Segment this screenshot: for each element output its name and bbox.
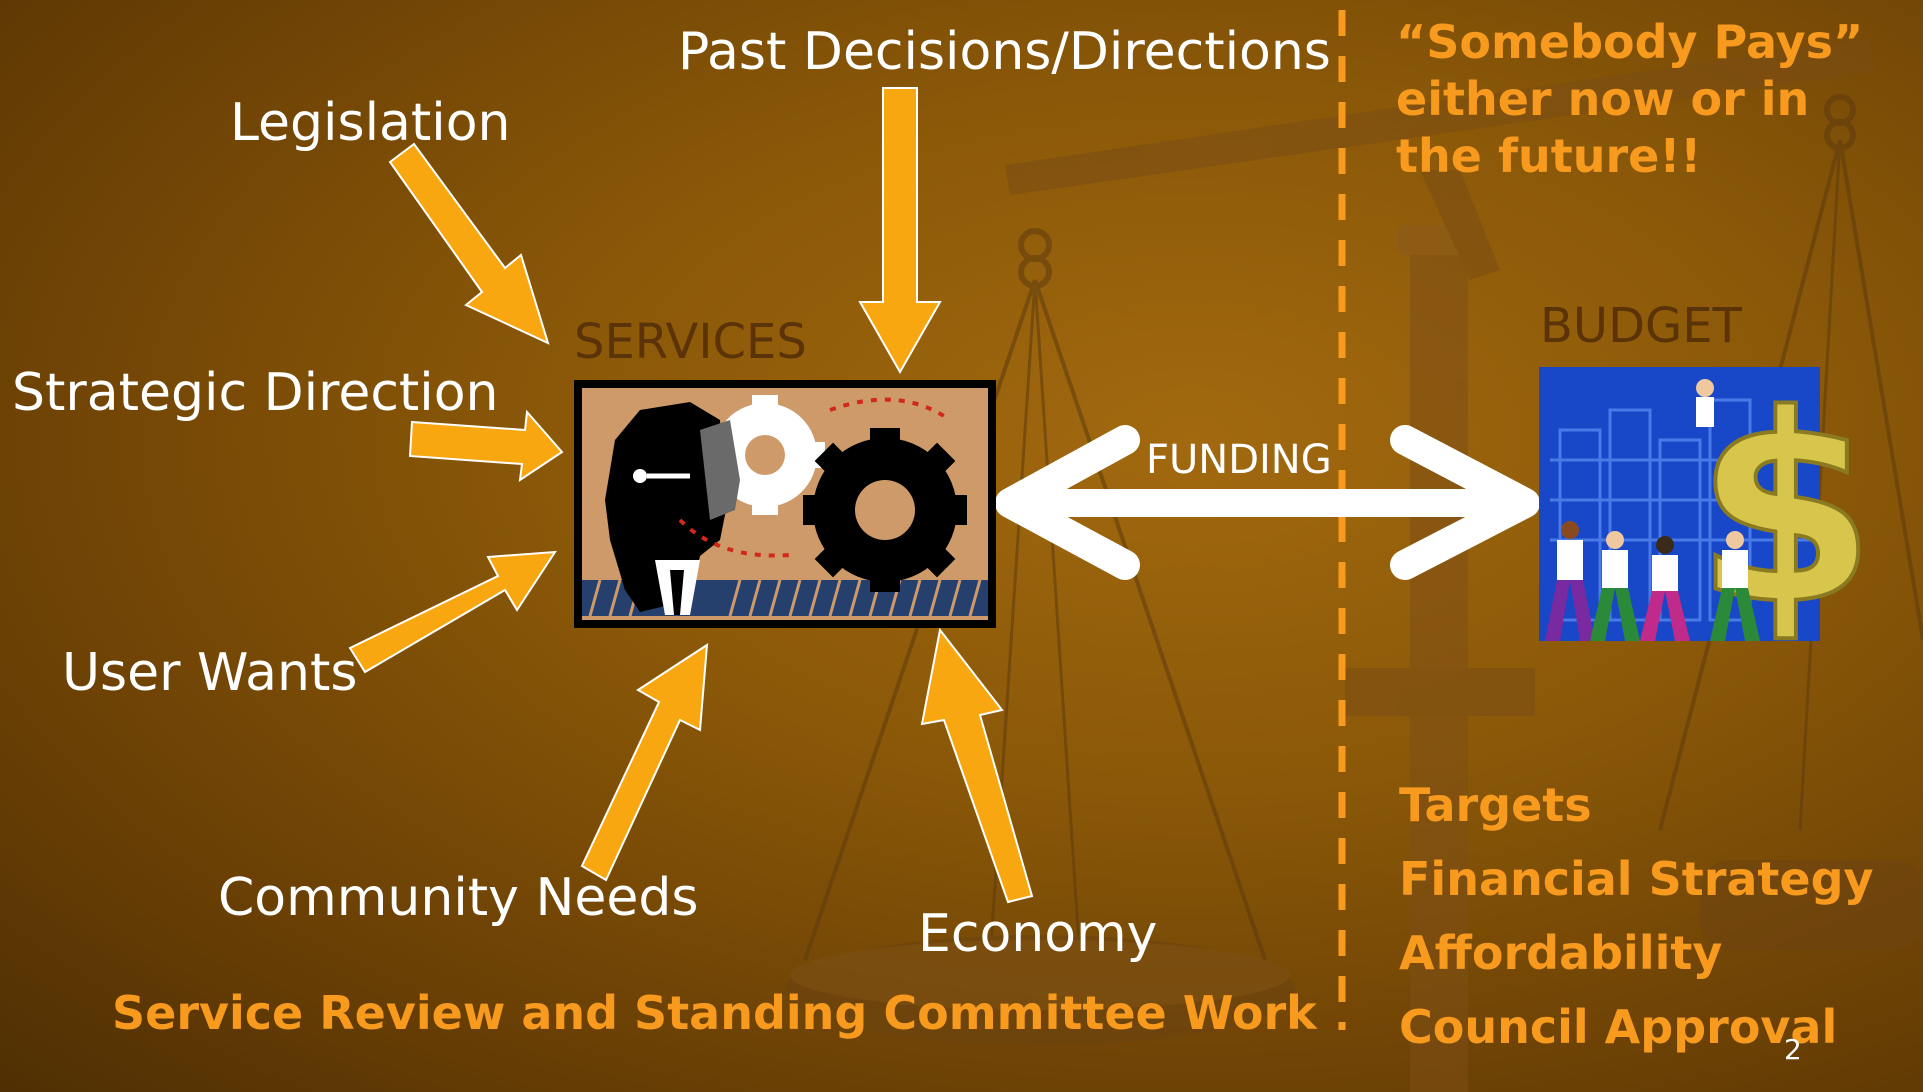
list-item: Financial Strategy: [1399, 852, 1874, 906]
walking-people-icon: [1545, 521, 1760, 641]
footer-left-text: Service Review and Standing Committee Wo…: [112, 986, 1317, 1040]
input-arrows: [348, 87, 1034, 904]
budget-image: $: [1539, 358, 1878, 664]
label-strategic-direction: Strategic Direction: [12, 363, 499, 423]
page-number: 2: [1784, 1033, 1802, 1066]
budget-criteria-list: Targets Financial Strategy Affordability…: [1399, 768, 1874, 1064]
arrow-community-needs: [580, 643, 709, 882]
arrow-strategic-direction: [408, 409, 564, 483]
list-item: Affordability: [1399, 926, 1723, 980]
list-item: Targets: [1399, 778, 1592, 832]
label-past-decisions: Past Decisions/Directions: [678, 22, 1331, 82]
funding-double-arrow: [995, 425, 1540, 580]
arrow-legislation: [388, 142, 550, 345]
services-image: [574, 380, 996, 628]
arrow-past-decisions: [858, 87, 942, 375]
somebody-pays-line: the future!!: [1396, 129, 1702, 183]
label-economy: Economy: [918, 904, 1158, 964]
label-legislation: Legislation: [230, 93, 511, 153]
label-community-needs: Community Needs: [218, 868, 699, 928]
budget-label: BUDGET: [1540, 298, 1742, 354]
somebody-pays-line: either now or in: [1396, 72, 1810, 126]
list-item: Council Approval: [1399, 1000, 1838, 1054]
arrow-economy: [920, 627, 1034, 904]
balance-scale-icon: [785, 38, 1923, 1092]
arrow-user-wants: [348, 550, 557, 674]
label-user-wants: User Wants: [62, 643, 358, 703]
services-label: SERVICES: [574, 314, 807, 370]
somebody-pays-note: “Somebody Pays” either now or in the fut…: [1396, 14, 1863, 185]
funding-label: FUNDING: [1146, 437, 1332, 483]
black-gear-icon: [803, 428, 967, 592]
somebody-pays-line: “Somebody Pays”: [1396, 15, 1864, 69]
